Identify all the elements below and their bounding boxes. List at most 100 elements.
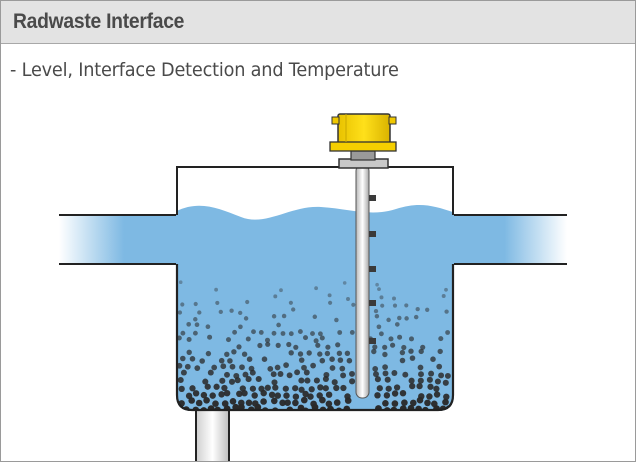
sediment-particle xyxy=(443,393,450,401)
tank-icon xyxy=(175,166,455,412)
sediment-particle xyxy=(276,322,281,328)
sediment-particle xyxy=(399,349,406,356)
sediment-particle xyxy=(298,357,305,363)
sediment-particle xyxy=(288,350,294,356)
sediment-particle xyxy=(304,377,311,384)
sediment-particle xyxy=(308,386,315,393)
sediment-particle xyxy=(193,317,198,322)
sediment-particle xyxy=(346,357,353,364)
sediment-particle xyxy=(205,324,211,330)
sediment-particle xyxy=(391,400,399,407)
sediment-particle xyxy=(243,316,249,321)
sediment-particle xyxy=(310,362,316,369)
sediment-particle xyxy=(236,344,242,350)
sediment-particle xyxy=(426,393,433,400)
sediment-particle xyxy=(340,372,347,379)
sediment-particle xyxy=(193,301,198,307)
sediment-particle xyxy=(302,390,309,398)
sediment-particle xyxy=(418,348,424,355)
sediment-particle xyxy=(383,392,391,399)
sediment-particle xyxy=(260,389,267,397)
sediment-particle xyxy=(298,377,305,384)
probe-sensor-icon xyxy=(369,195,376,201)
sediment-particle xyxy=(436,363,443,370)
sediment-particle xyxy=(328,300,333,305)
sediment-particle xyxy=(337,330,343,335)
sediment-particle xyxy=(199,358,205,364)
probe-sensor-icon xyxy=(369,300,376,306)
sediment-particle xyxy=(329,365,336,371)
sediment-particle xyxy=(433,385,440,392)
sediment-particle xyxy=(346,297,350,301)
sediment-particle xyxy=(444,287,448,292)
sediment-particle xyxy=(238,324,243,330)
sediment-particle xyxy=(221,384,228,392)
sediment-particle xyxy=(315,342,321,348)
sediment-particle xyxy=(310,331,315,337)
panel-subtitle: - Level, Interface Detection and Tempera… xyxy=(10,59,399,81)
panel-header: Radwaste Interface xyxy=(1,1,635,44)
sediment-particle xyxy=(376,385,383,392)
sediment-particle xyxy=(224,371,230,378)
sediment-particle xyxy=(333,384,340,392)
sediment-particle xyxy=(292,385,299,392)
sediment-particle xyxy=(258,329,264,335)
sediment-particle xyxy=(298,386,305,393)
sediment-particle xyxy=(303,369,310,376)
sediment-particle xyxy=(382,370,389,377)
sediment-particle xyxy=(264,384,271,391)
sediment-particle xyxy=(283,362,289,368)
sediment-particle xyxy=(207,334,213,340)
sediment-particle xyxy=(325,391,333,398)
sediment-particle xyxy=(314,286,318,291)
sediment-particle xyxy=(371,348,377,355)
sediment-particle xyxy=(195,399,203,407)
sediment-particle xyxy=(261,356,268,362)
sediment-particle xyxy=(409,355,416,361)
sediment-particle xyxy=(232,329,238,335)
sediment-particle xyxy=(203,396,210,404)
sediment-particle xyxy=(438,336,444,342)
sediment-particle xyxy=(229,397,237,405)
sediment-particle xyxy=(319,396,326,404)
sediment-particle xyxy=(399,357,406,364)
sediment-particle xyxy=(194,322,200,328)
sediment-particle xyxy=(434,378,441,385)
sediment-particle xyxy=(351,302,356,307)
sediment-particle xyxy=(444,372,451,379)
sediment-particle xyxy=(373,371,379,378)
sediment-particle xyxy=(180,369,187,376)
sediment-particle xyxy=(275,342,281,348)
sediment-particle xyxy=(297,351,304,357)
sediment-particle xyxy=(249,385,257,392)
sediment-particle xyxy=(197,310,202,315)
sediment-particle xyxy=(213,383,220,390)
sediment-particle xyxy=(382,344,388,350)
sediment-particle xyxy=(386,317,391,323)
sediment-particle xyxy=(212,400,219,408)
sediment-particle xyxy=(408,377,415,384)
sediment-particle xyxy=(325,400,333,408)
sediment-particle xyxy=(307,393,314,400)
sediment-particle xyxy=(391,390,399,397)
sediment-particle xyxy=(339,365,346,372)
sediment-particle xyxy=(382,399,389,407)
sediment-particle xyxy=(229,363,236,370)
inlet-pipe-icon xyxy=(59,214,177,265)
sediment-particle xyxy=(242,371,249,378)
sediment-particle xyxy=(265,341,271,347)
sediment-particle xyxy=(178,280,183,285)
sediment-particle xyxy=(392,303,398,308)
sediment-particle xyxy=(335,342,341,348)
sediment-particle xyxy=(236,390,243,398)
sediment-particle xyxy=(401,344,407,351)
sediment-particle xyxy=(281,313,287,319)
sediment-particle xyxy=(270,397,278,405)
sediment-particle xyxy=(255,375,262,383)
sediment-particle xyxy=(220,363,227,370)
sediment-particle xyxy=(274,364,281,371)
sediment-particle xyxy=(382,351,388,358)
sediment-particle xyxy=(379,295,384,300)
sediment-particle xyxy=(418,371,424,378)
